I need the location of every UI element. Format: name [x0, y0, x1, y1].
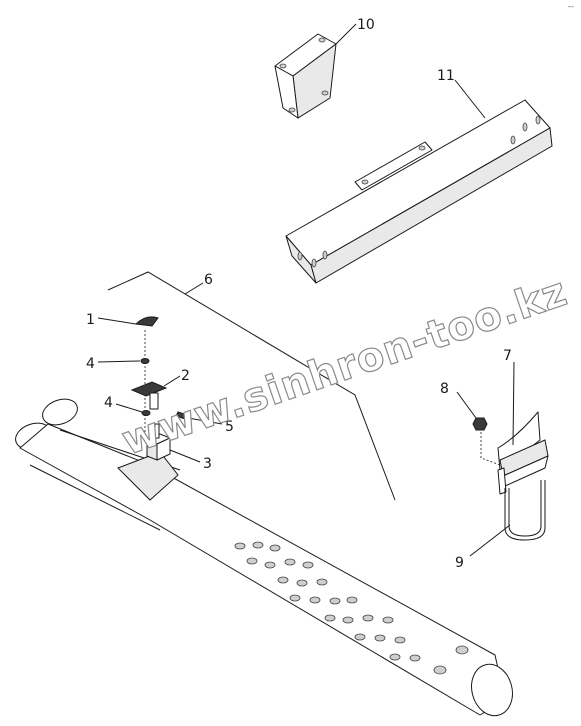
part-8-nut — [472, 417, 488, 431]
callout-6: 6 — [204, 272, 213, 288]
part-3-mount-block — [146, 423, 171, 461]
callout-1: 1 — [86, 312, 95, 328]
nut-assembly-axis — [480, 432, 504, 467]
part-4-washer-bottom — [141, 410, 151, 416]
callout-11: 11 — [437, 68, 455, 84]
exhaust-pipe — [15, 398, 513, 717]
leader-5 — [187, 417, 223, 425]
part-9-u-bolt — [504, 480, 546, 541]
callout-9: 9 — [455, 555, 464, 571]
callout-3: 3 — [203, 456, 212, 472]
callout-2: 2 — [181, 368, 190, 384]
callout-8: 8 — [440, 381, 449, 397]
perforation-holes — [234, 541, 469, 675]
leader-10 — [335, 23, 357, 45]
leader-4a — [97, 360, 141, 363]
part-1-cap — [134, 316, 159, 327]
callout-5: 5 — [225, 419, 234, 435]
leader-8 — [456, 391, 477, 419]
part-2-clamp — [130, 381, 168, 410]
watermark-text: www.sinhron-too.kz — [116, 269, 573, 465]
leader-6 — [184, 282, 204, 295]
leader-1 — [97, 317, 137, 325]
leader-11 — [454, 79, 486, 119]
corner-mark: -- — [568, 2, 574, 11]
part-4-washer-top — [140, 358, 150, 364]
leader-4b — [115, 403, 143, 413]
part-7-clamp-bracket — [497, 411, 549, 495]
leader-9 — [469, 524, 511, 557]
part-10-bracket — [274, 33, 337, 119]
callout-4b: 4 — [104, 395, 113, 411]
part-6-guide-line — [107, 271, 396, 501]
callout-7: 7 — [503, 348, 512, 364]
callout-10: 10 — [357, 17, 375, 33]
callout-4a: 4 — [86, 356, 95, 372]
part-5-bolt — [175, 411, 191, 421]
leader-7 — [512, 361, 515, 446]
leader-2 — [163, 375, 181, 387]
leader-3 — [169, 449, 201, 463]
part-11-channel — [285, 99, 553, 284]
